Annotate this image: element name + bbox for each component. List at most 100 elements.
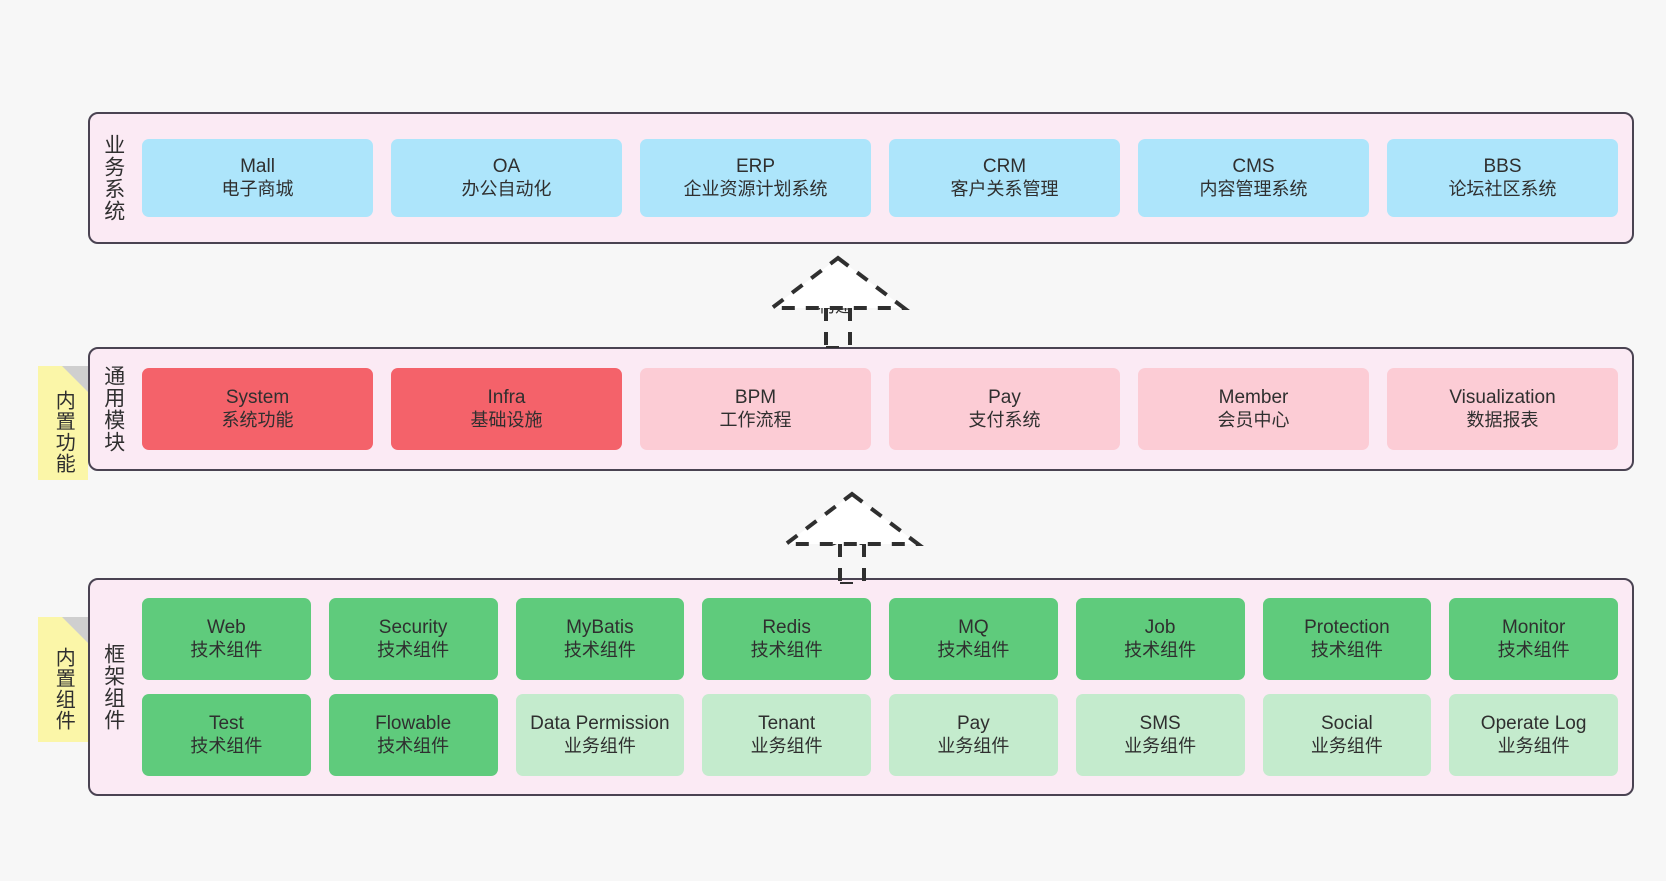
card-title: Data Permission (530, 713, 670, 735)
card-subtitle: 技术组件 (190, 639, 263, 660)
card-title: Test (208, 713, 244, 735)
card-subtitle: 论坛社区系统 (1448, 178, 1557, 199)
card-subtitle: 技术组件 (1310, 639, 1383, 660)
card-flowable[interactable]: Flowable 技术组件 (328, 694, 498, 776)
card-crm[interactable]: CRM 客户关系管理 (889, 139, 1120, 217)
card-subtitle: 内容管理系统 (1199, 178, 1308, 199)
card-protection[interactable]: Protection 技术组件 (1262, 598, 1432, 680)
card-title: Member (1218, 387, 1289, 409)
card-title: Monitor (1501, 617, 1566, 639)
card-bpm[interactable]: BPM 工作流程 (640, 368, 871, 450)
card-oa[interactable]: OA 办公自动化 (391, 139, 622, 217)
card-title: Pay (957, 713, 990, 735)
card-row: Web 技术组件 Security 技术组件 MyBatis 技术组件 Redi… (142, 598, 1618, 680)
card-title: System (225, 387, 290, 409)
card-title: Flowable (375, 713, 452, 735)
card-title: Infra (487, 387, 526, 409)
card-subtitle: 办公自动化 (461, 178, 552, 199)
card-subtitle: 业务组件 (1497, 735, 1570, 756)
card-visualization[interactable]: Visualization 数据报表 (1387, 368, 1618, 450)
card-subtitle: 业务组件 (563, 735, 636, 756)
connector-implement-arrow (780, 491, 924, 584)
card-data-permission[interactable]: Data Permission 业务组件 (515, 694, 685, 776)
card-title: Web (207, 617, 246, 639)
card-subtitle: 支付系统 (968, 409, 1041, 430)
card-subtitle: 技术组件 (1124, 639, 1197, 660)
layer-body-modules: System 系统功能 Infra 基础设施 BPM 工作流程 Pay 支付系统… (136, 349, 1632, 469)
card-infra[interactable]: Infra 基础设施 (391, 368, 622, 450)
card-tenant[interactable]: Tenant 业务组件 (702, 694, 871, 776)
card-cms[interactable]: CMS 内容管理系统 (1138, 139, 1369, 217)
card-system[interactable]: System 系统功能 (142, 368, 373, 450)
card-subtitle: 数据报表 (1466, 409, 1539, 430)
card-title: SMS (1139, 713, 1181, 735)
card-title: ERP (735, 156, 776, 178)
card-title: Operate Log (1480, 713, 1587, 735)
note-built-in-components: 内置组件 (38, 617, 88, 742)
card-subtitle: 技术组件 (377, 735, 450, 756)
layer-title-framework: 框架组件 (101, 643, 125, 731)
layer-business-systems: 业务系统 Mall 电子商城 OA 办公自动化 ERP 企业资源计划系统 CRM… (88, 112, 1634, 244)
card-title: Pay (988, 387, 1021, 409)
layer-body-business: Mall 电子商城 OA 办公自动化 ERP 企业资源计划系统 CRM 客户关系… (136, 114, 1632, 242)
card-subtitle: 技术组件 (750, 639, 823, 660)
card-test[interactable]: Test 技术组件 (142, 694, 311, 776)
card-subtitle: 业务组件 (1124, 735, 1197, 756)
card-subtitle: 基础设施 (470, 409, 543, 430)
card-row: Test 技术组件 Flowable 技术组件 Data Permission … (142, 694, 1618, 776)
card-subtitle: 业务组件 (750, 735, 823, 756)
card-web[interactable]: Web 技术组件 (142, 598, 311, 680)
card-title: BBS (1483, 156, 1522, 178)
card-monitor[interactable]: Monitor 技术组件 (1449, 598, 1618, 680)
card-subtitle: 技术组件 (377, 639, 450, 660)
card-subtitle: 技术组件 (1497, 639, 1570, 660)
card-redis[interactable]: Redis 技术组件 (702, 598, 871, 680)
card-erp[interactable]: ERP 企业资源计划系统 (640, 139, 871, 217)
card-job[interactable]: Job 技术组件 (1075, 598, 1245, 680)
card-subtitle: 技术组件 (190, 735, 263, 756)
layer-common-modules: 通用模块 System 系统功能 Infra 基础设施 BPM 工作流程 Pay… (88, 347, 1634, 471)
card-subtitle: 会员中心 (1217, 409, 1290, 430)
card-title: Tenant (758, 713, 816, 735)
card-title: Protection (1304, 617, 1390, 639)
card-title: Job (1144, 617, 1176, 639)
card-subtitle: 企业资源计划系统 (683, 178, 828, 199)
note-label: 内置组件 (52, 646, 75, 731)
card-title: OA (492, 156, 521, 178)
card-subtitle: 电子商城 (221, 178, 294, 199)
layer-body-framework: Web 技术组件 Security 技术组件 MyBatis 技术组件 Redi… (136, 580, 1632, 794)
card-subtitle: 客户关系管理 (950, 178, 1059, 199)
layer-framework-components: 框架组件 Web 技术组件 Security 技术组件 MyBatis 技术组件… (88, 578, 1634, 796)
card-title: CRM (982, 156, 1027, 178)
card-social[interactable]: Social 业务组件 (1262, 694, 1432, 776)
card-member[interactable]: Member 会员中心 (1138, 368, 1369, 450)
card-pay-component[interactable]: Pay 业务组件 (889, 694, 1058, 776)
card-subtitle: 业务组件 (1310, 735, 1383, 756)
card-title: Security (378, 617, 448, 639)
card-title: CMS (1232, 156, 1275, 178)
layer-title-business: 业务系统 (101, 134, 125, 222)
card-pay-module[interactable]: Pay 支付系统 (889, 368, 1120, 450)
note-fold-icon (62, 617, 88, 643)
card-title: Visualization (1449, 387, 1556, 409)
card-operate-log[interactable]: Operate Log 业务组件 (1449, 694, 1618, 776)
note-label: 内置功能 (52, 390, 75, 474)
card-row: Mall 电子商城 OA 办公自动化 ERP 企业资源计划系统 CRM 客户关系… (142, 139, 1618, 217)
layer-title-modules: 通用模块 (101, 365, 125, 453)
card-mq[interactable]: MQ 技术组件 (889, 598, 1058, 680)
note-built-in-functions: 内置功能 (38, 366, 88, 480)
card-title: MyBatis (566, 617, 634, 639)
card-sms[interactable]: SMS 业务组件 (1075, 694, 1245, 776)
card-title: Social (1321, 713, 1373, 735)
card-row: System 系统功能 Infra 基础设施 BPM 工作流程 Pay 支付系统… (142, 368, 1618, 450)
card-subtitle: 技术组件 (563, 639, 636, 660)
card-title: Mall (240, 156, 275, 178)
card-bbs[interactable]: BBS 论坛社区系统 (1387, 139, 1618, 217)
card-subtitle: 工作流程 (719, 409, 792, 430)
card-mybatis[interactable]: MyBatis 技术组件 (515, 598, 685, 680)
card-mall[interactable]: Mall 电子商城 (142, 139, 373, 217)
card-title: MQ (958, 617, 989, 639)
card-title: Redis (762, 617, 811, 639)
card-security[interactable]: Security 技术组件 (328, 598, 498, 680)
